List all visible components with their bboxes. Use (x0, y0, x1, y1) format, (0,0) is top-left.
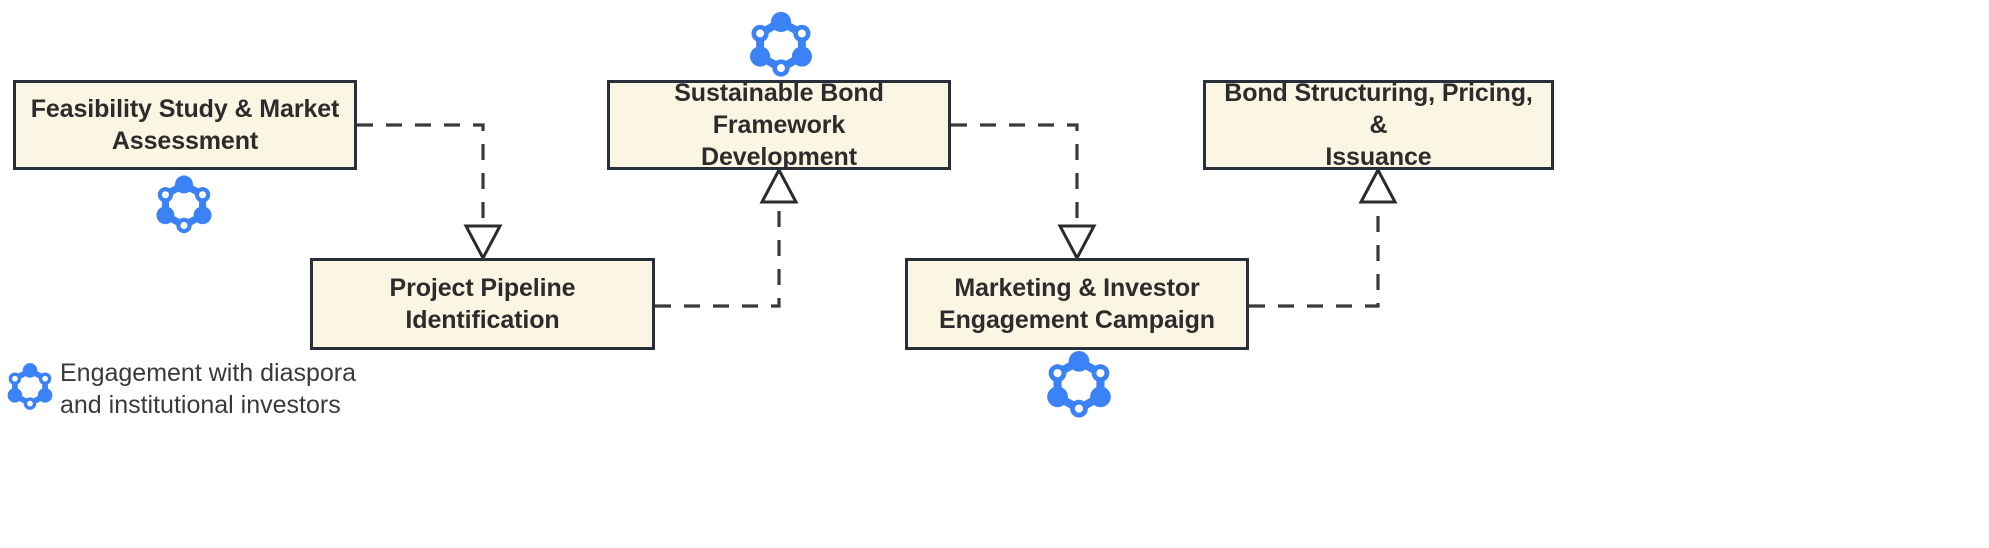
investor-network-icon (1042, 348, 1116, 422)
connector-marketing-to-structuring (1249, 166, 1398, 308)
node-label: Sustainable Bond Framework Development (674, 79, 884, 171)
node-label: Bond Structuring, Pricing, & Issuance (1224, 79, 1533, 171)
node-feasibility-study[interactable]: Feasibility Study & Market Assessment (13, 80, 357, 170)
node-bond-structuring[interactable]: Bond Structuring, Pricing, & Issuance (1203, 79, 1554, 171)
node-project-pipeline[interactable]: Project Pipeline Identification (310, 258, 655, 350)
investor-network-icon (745, 9, 817, 81)
node-label: Marketing & Investor Engagement Campaign (939, 274, 1215, 334)
arrowhead-up (759, 166, 799, 204)
connector-feasibility-to-pipeline (357, 123, 503, 262)
node-sustainable-bond-framework[interactable]: Sustainable Bond Framework Development (607, 79, 951, 171)
connector-framework-to-marketing (951, 123, 1097, 262)
node-label: Feasibility Study & Market Assessment (30, 95, 340, 155)
node-label: Project Pipeline Identification (389, 274, 576, 334)
node-marketing-engagement[interactable]: Marketing & Investor Engagement Campaign (905, 258, 1249, 350)
arrowhead-down (1057, 224, 1097, 262)
legend: Engagement with diaspora and institution… (4, 358, 356, 421)
arrowhead-down (463, 224, 503, 262)
connector-pipeline-to-framework (655, 166, 799, 308)
legend-label: Engagement with diaspora and institution… (60, 359, 357, 419)
arrowhead-up (1358, 166, 1398, 204)
investor-network-icon (4, 361, 56, 418)
investor-network-icon (152, 173, 216, 237)
